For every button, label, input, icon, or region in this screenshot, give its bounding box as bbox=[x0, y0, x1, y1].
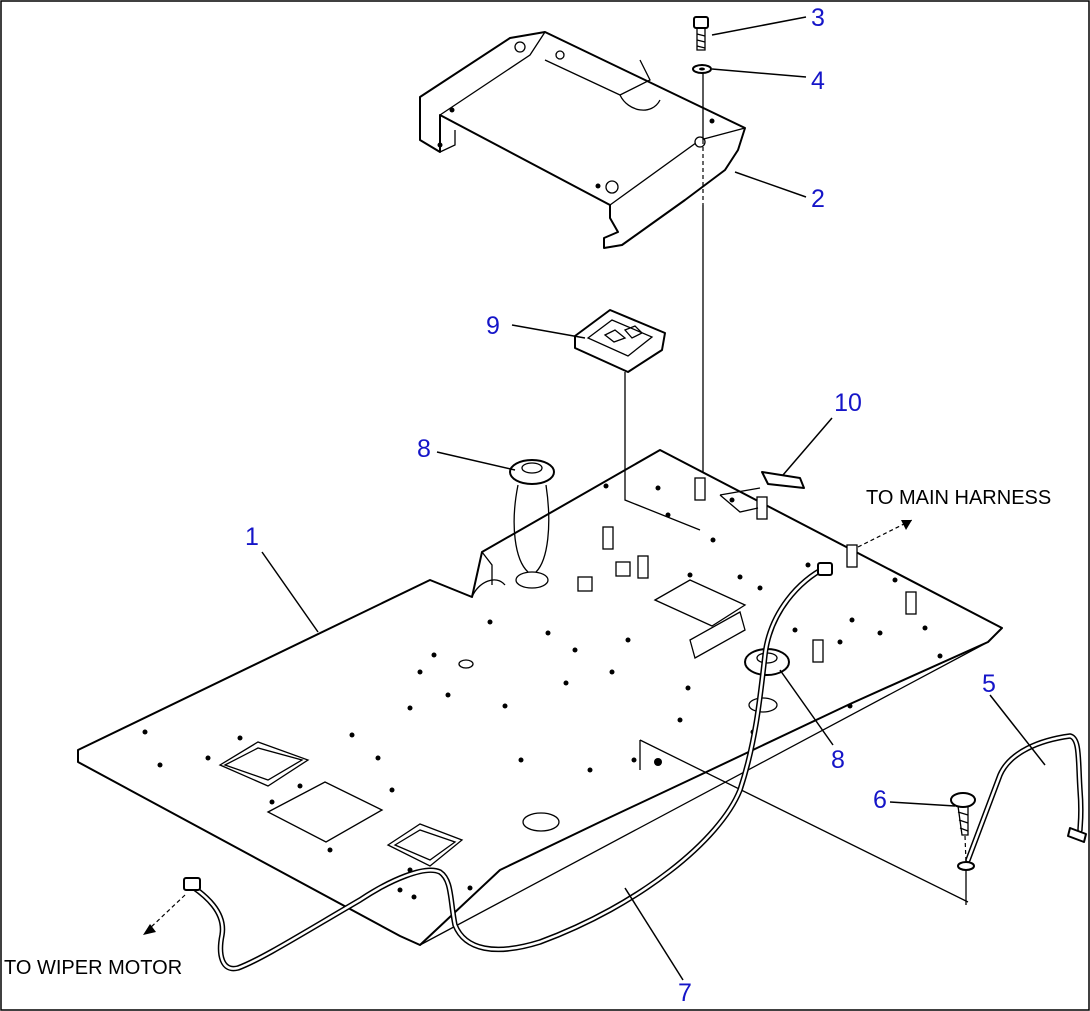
callout-6: 6 bbox=[873, 786, 887, 814]
boot-axis-line bbox=[624, 372, 701, 531]
callout-8-lower: 8 bbox=[831, 746, 845, 774]
leader-lines bbox=[261, 16, 1046, 981]
callout-7: 7 bbox=[678, 979, 692, 1007]
callout-1: 1 bbox=[245, 523, 259, 551]
arrow-to-wiper-motor bbox=[143, 894, 186, 935]
part-2-cover bbox=[419, 31, 746, 249]
callout-labels: 3 4 2 9 10 8 1 5 8 6 7 bbox=[245, 4, 996, 1007]
part-1-floor-plate bbox=[77, 449, 1003, 946]
part-4-washer bbox=[692, 64, 712, 74]
part-5-handle bbox=[957, 733, 1087, 871]
callout-8-upper: 8 bbox=[417, 435, 431, 463]
callout-5: 5 bbox=[982, 670, 996, 698]
part-3-bolt bbox=[693, 16, 709, 51]
callout-3: 3 bbox=[811, 4, 825, 32]
callout-10: 10 bbox=[834, 389, 862, 417]
part-10-clip bbox=[719, 471, 805, 513]
arrow-to-main-harness bbox=[857, 519, 913, 548]
callout-2: 2 bbox=[811, 185, 825, 213]
grommet-axis-upper-right bbox=[535, 484, 550, 573]
part-8-grommet-upper bbox=[509, 459, 555, 485]
screw-axis bbox=[964, 835, 967, 863]
part-9-boot bbox=[574, 309, 666, 373]
grommet-axis-upper bbox=[513, 484, 529, 573]
part-6-screw bbox=[950, 792, 976, 836]
note-to-main-harness: TO MAIN HARNESS bbox=[866, 487, 1051, 509]
callout-9: 9 bbox=[486, 312, 500, 340]
callout-4: 4 bbox=[811, 67, 825, 95]
note-to-wiper-motor: TO WIPER MOTOR bbox=[4, 957, 182, 979]
part-7-wiring-harness bbox=[183, 562, 833, 972]
